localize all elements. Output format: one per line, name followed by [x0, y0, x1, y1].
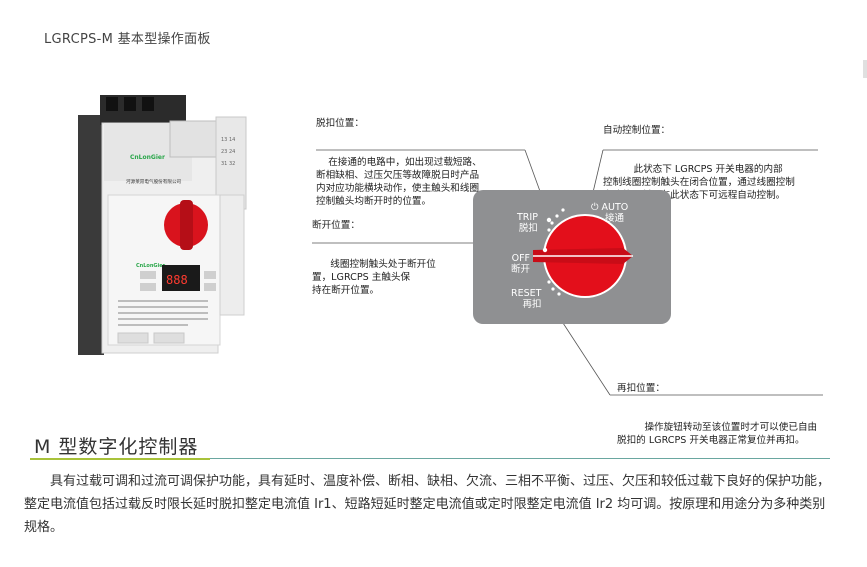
power-icon: ⏻	[591, 202, 599, 213]
callout-reset-title: 再扣位置：	[617, 383, 665, 394]
off-position-label: OFF 断开	[511, 253, 530, 275]
callout-off: 断开位置： 线圈控制触头处于断开位 置，LGRCPS 主触头保 持在断开位置。	[312, 193, 436, 310]
device-brand-text: CnLonGier	[130, 154, 165, 161]
trip-cn: 脱扣	[518, 223, 538, 234]
reset-cn: 再扣	[522, 299, 542, 310]
callout-off-title: 断开位置：	[312, 220, 360, 231]
product-device-image: 13 14 23 24 31 32 CnLonGier 河源莱昂电气股份有限公司 C…	[78, 95, 248, 355]
off-en: OFF	[511, 253, 531, 264]
operating-panel: TRIP 脱扣 OFF 断开 RESET 再扣 ⏻ AUTO 接通	[473, 190, 671, 324]
callout-auto: 自动控制位置： 此状态下 LGRCPS 开关电器的内部 控制线圈控制触头在闭合位…	[603, 98, 795, 215]
section-title: M 型数字化控制器	[34, 436, 199, 458]
callout-trip: 脱扣位置： 在接通的电路中，如出现过载短路、 断相缺相、过压欠压等故障脱日时产品…	[316, 91, 482, 221]
next-heading-cutoff	[34, 556, 174, 566]
callout-off-body: 线圈控制触头处于断开位 置，LGRCPS 主触头保 持在断开位置。	[312, 259, 436, 296]
trip-position-label: TRIP 脱扣	[517, 212, 538, 234]
auto-cn: 接通	[605, 213, 625, 224]
section-title-underline-accent	[30, 458, 210, 460]
section-body-text: 具有过载可调和过流可调保护功能，具有延时、温度补偿、断相、缺相、欠流、三相不平衡…	[24, 474, 831, 535]
trip-en: TRIP	[517, 212, 538, 223]
reset-position-label: RESET 再扣	[511, 288, 541, 310]
auto-position-label: ⏻ AUTO 接通	[591, 202, 628, 224]
callout-trip-title: 脱扣位置：	[316, 118, 364, 129]
svg-text:31 32: 31 32	[221, 161, 235, 167]
svg-text:888: 888	[166, 273, 188, 287]
svg-text:河源莱昂电气股份有限公司: 河源莱昂电气股份有限公司	[126, 178, 182, 185]
callout-reset-body: 操作旋钮转动至该位置时才可以使已自由 脱扣的 LGRCPS 开关电器正常复位并再…	[617, 422, 818, 446]
auto-en: AUTO	[601, 202, 629, 213]
reset-en: RESET	[511, 288, 542, 299]
svg-text:CnLonGier: CnLonGier	[136, 263, 166, 269]
callout-reset: 再扣位置： 操作旋钮转动至该位置时才可以使已自由 脱扣的 LGRCPS 开关电器…	[617, 356, 817, 460]
callout-trip-body: 在接通的电路中，如出现过载短路、 断相缺相、过压欠压等故障脱日时产品 内对应功能…	[316, 157, 482, 207]
callout-auto-title: 自动控制位置：	[603, 125, 671, 136]
off-cn: 断开	[511, 264, 531, 275]
callout-auto-body: 此状态下 LGRCPS 开关电器的内部 控制线圈控制触头在闭合位置，通过线圈控制…	[603, 164, 795, 201]
svg-text:23 24: 23 24	[221, 149, 235, 155]
section-title-underline	[210, 458, 830, 459]
svg-text:13 14: 13 14	[221, 137, 235, 143]
scroll-edge-marker	[863, 60, 867, 78]
page-heading: LGRCPS-M 基本型操作面板	[44, 32, 211, 47]
